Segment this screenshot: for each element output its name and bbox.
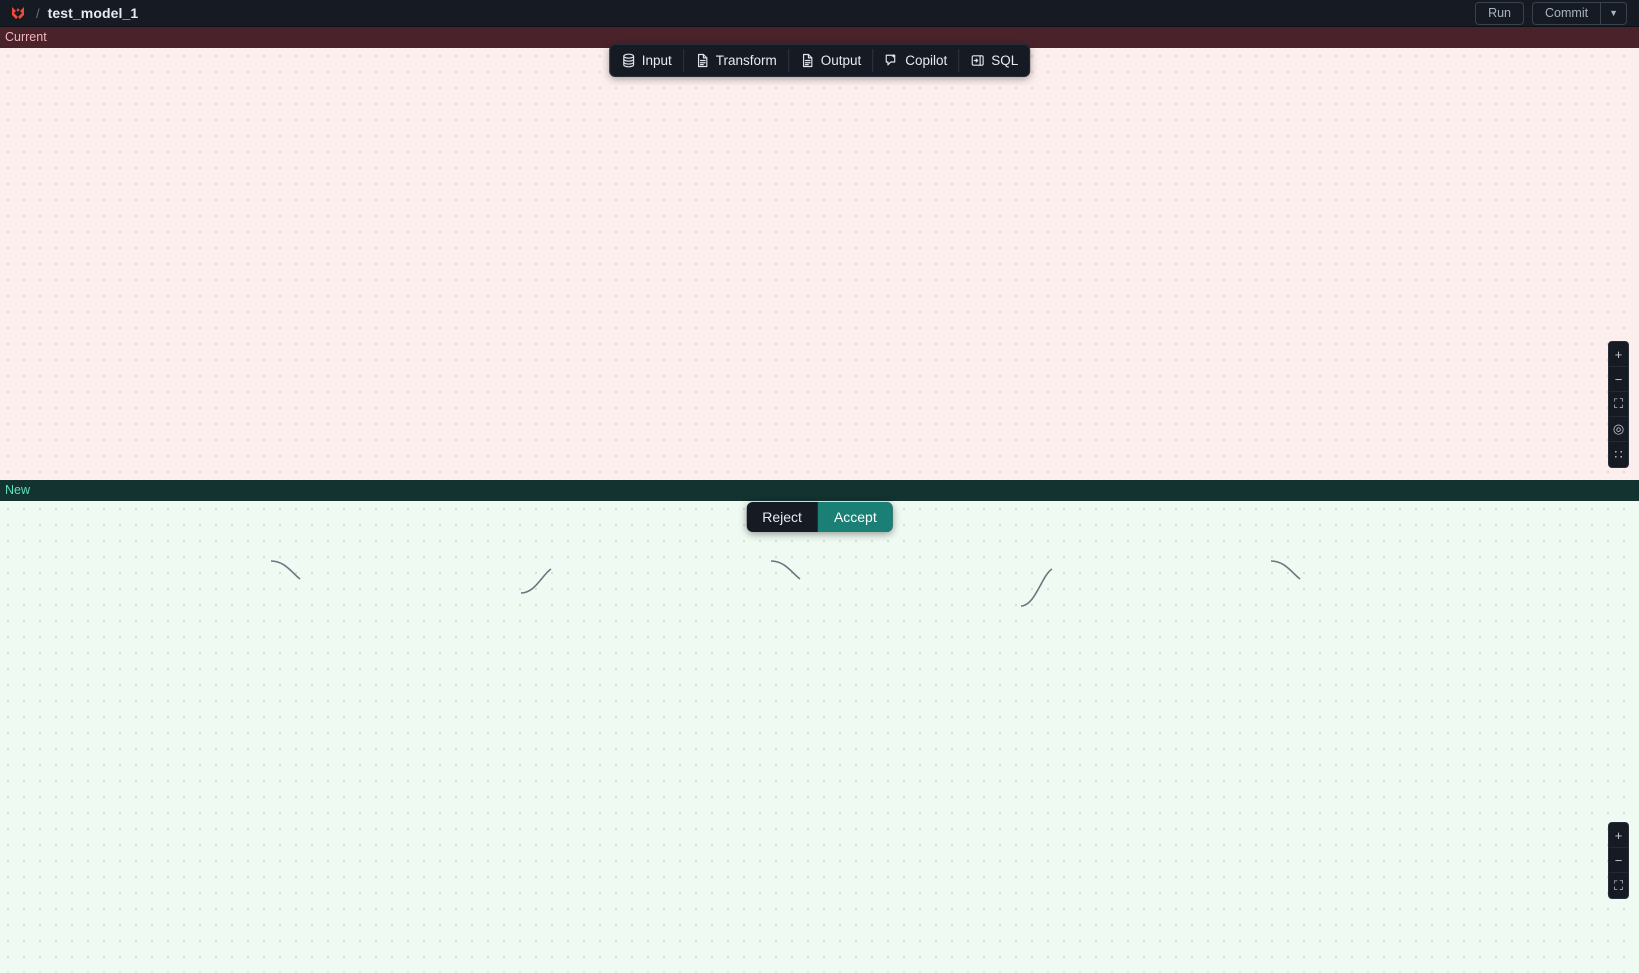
toolbar-item-label: SQL xyxy=(991,53,1019,68)
node-palette-toolbar: Input Transform Output Copilot SQL xyxy=(608,44,1031,77)
document-icon xyxy=(800,53,815,68)
top-bar: / test_model_1 Run Commit ▼ xyxy=(0,0,1639,27)
plus-icon[interactable]: + xyxy=(1609,823,1628,848)
grid-toggle-icon[interactable]: ∷ xyxy=(1614,446,1623,462)
fit-view-icon[interactable]: ⛶ xyxy=(1613,877,1624,893)
minus-icon[interactable]: − xyxy=(1609,848,1628,873)
edge-connections xyxy=(270,560,1301,607)
toolbar-item-label: Input xyxy=(641,53,672,68)
editor-stage: Current New fct_github_pull_requests⋯M xyxy=(0,27,1639,973)
current-pane-label: Current xyxy=(0,27,1639,48)
recenter-icon[interactable]: ◎ xyxy=(1609,417,1628,442)
fit-view-icon[interactable]: ⛶ xyxy=(1609,392,1628,417)
app-logo-icon[interactable] xyxy=(8,3,28,23)
top-bar-actions: Run Commit ▼ xyxy=(1475,1,1631,25)
copilot-sparkle-icon xyxy=(884,53,899,68)
accept-button[interactable]: Accept xyxy=(817,502,893,532)
commit-button[interactable]: Commit xyxy=(1545,5,1589,20)
diff-decision-bar: Reject Accept xyxy=(746,502,893,532)
chevron-down-icon[interactable]: ▼ xyxy=(1600,2,1626,24)
page-title: test_model_1 xyxy=(47,5,139,21)
current-version-pane: Current xyxy=(0,27,1639,480)
sql-panel-icon xyxy=(970,53,985,68)
toolbar-separator xyxy=(958,49,960,72)
run-button[interactable]: Run xyxy=(1475,1,1525,25)
reject-button[interactable]: Reject xyxy=(762,509,802,525)
toolbar-item-copilot[interactable]: Copilot xyxy=(873,45,958,76)
toolbar-item-label: Copilot xyxy=(905,53,948,68)
commit-button-group[interactable]: Commit ▼ xyxy=(1532,1,1627,25)
plus-icon[interactable]: + xyxy=(1609,342,1628,367)
toolbar-item-transform[interactable]: Transform xyxy=(684,45,788,76)
document-icon xyxy=(695,53,710,68)
toolbar-separator xyxy=(787,49,789,72)
toolbar-item-label: Transform xyxy=(715,53,777,68)
new-pane-label: New xyxy=(0,480,1639,501)
canvas-zoom-controls-current: +−⛶◎ ∷ xyxy=(1608,341,1629,468)
breadcrumb-separator: / xyxy=(36,5,40,21)
current-canvas[interactable] xyxy=(0,48,1639,480)
toolbar-separator xyxy=(872,49,874,72)
toolbar-item-output[interactable]: Output xyxy=(789,45,873,76)
toolbar-separator xyxy=(682,49,684,72)
toolbar-item-label: Output xyxy=(820,53,862,68)
canvas-zoom-controls-new: +− ⛶ xyxy=(1608,822,1629,899)
new-canvas[interactable]: fct_github_pull_requests⋯Model Namefct_g… xyxy=(0,501,1639,973)
database-icon xyxy=(621,53,636,68)
new-version-pane: New fct_github_pull_requests⋯Model Namef… xyxy=(0,480,1639,973)
toolbar-item-sql[interactable]: SQL xyxy=(959,45,1029,76)
minus-icon[interactable]: − xyxy=(1609,367,1628,392)
toolbar-item-input[interactable]: Input xyxy=(610,45,683,76)
